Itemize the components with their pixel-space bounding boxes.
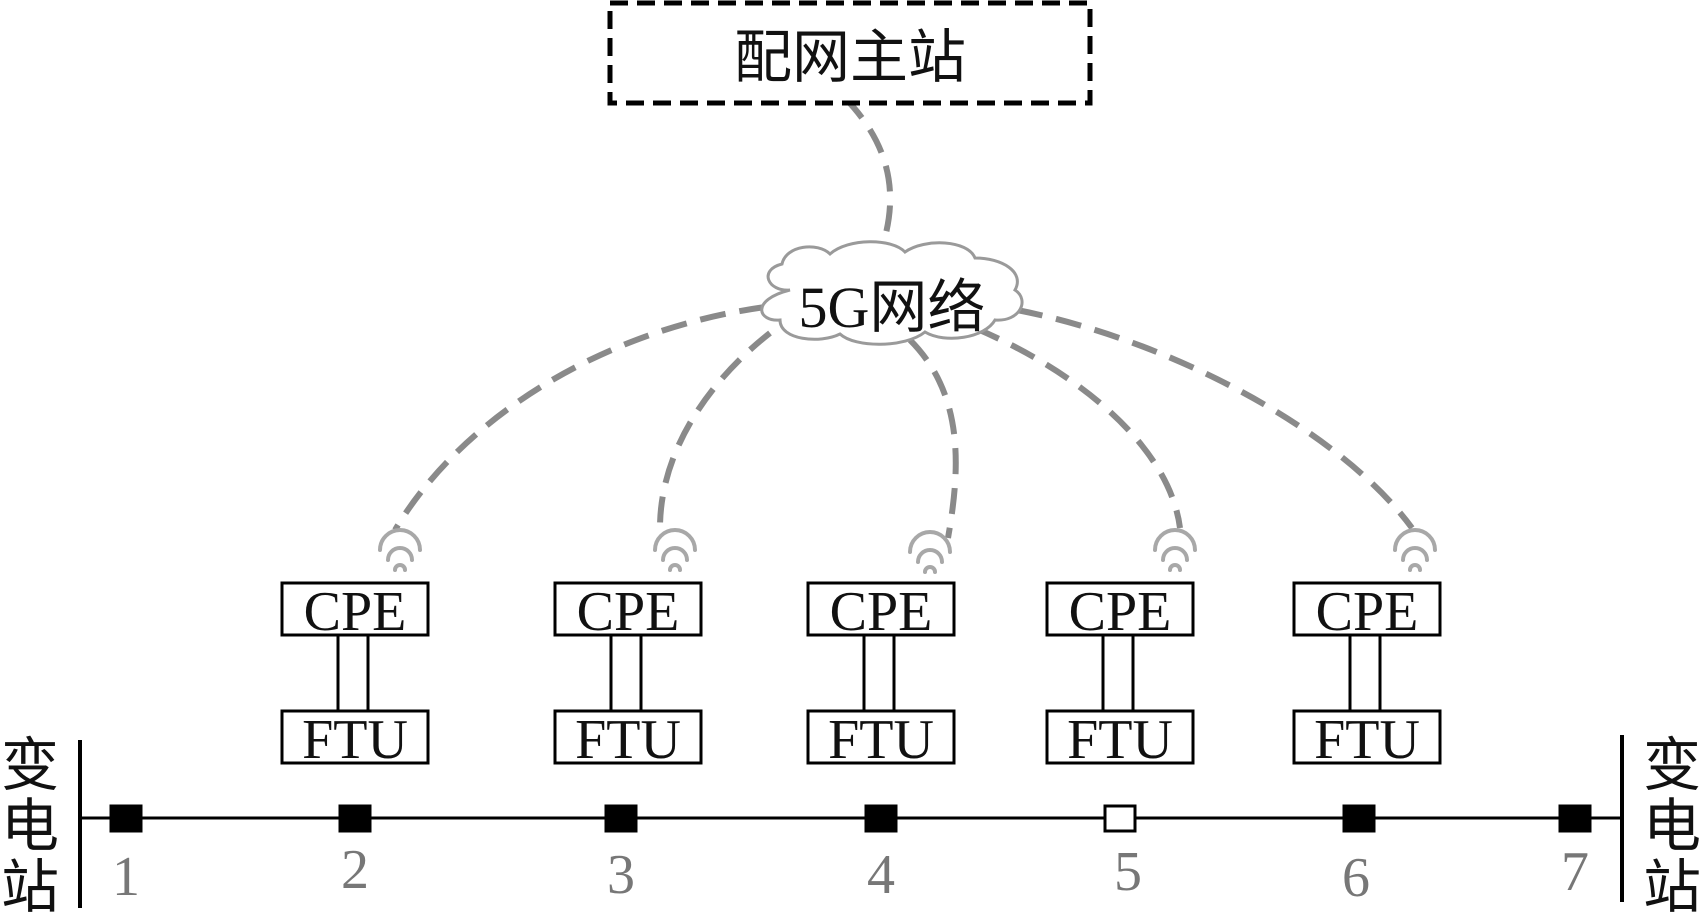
ftu-box [280,709,430,765]
ftu-label: FTU [302,709,408,771]
link-network-to-cpe-4 [973,325,1183,529]
switch-1-label: 1 [112,846,140,908]
switch-5-label: 5 [1114,841,1142,903]
wifi-icon [908,530,952,574]
wifi-icon [653,528,697,572]
switch-1 [109,804,143,833]
substation-left: 变 电 站 [1,733,59,916]
cloud-icon [760,240,1024,346]
master-station: 配网主站 [607,0,1093,106]
device-5: CPE FTU [1292,528,1442,771]
link-network-to-cpe-3 [907,337,959,539]
5g-network-cloud: 5G网络 [760,240,1024,346]
cpe-label: CPE [304,581,407,643]
switch-4-label: 4 [867,844,895,906]
cpe-label: CPE [1316,581,1419,643]
substation-right-char: 站 [1643,855,1701,916]
master-station-label: 配网主站 [734,25,966,90]
ftu-label: FTU [1067,709,1173,771]
ftu-label: FTU [575,709,681,771]
substation-left-char: 站 [1,855,59,916]
cpe-label: CPE [1069,581,1172,643]
device-4: CPE FTU [1045,528,1197,771]
wifi-icon [1393,528,1437,572]
cpe-label: CPE [830,581,933,643]
substation-right-char: 变 [1643,733,1701,798]
master-station-box [607,0,1093,106]
link-network-to-cpe-5 [1016,307,1415,530]
cpe-box [1045,581,1195,637]
substation-right: 变 电 站 [1643,733,1701,916]
substation-right-char: 电 [1643,794,1701,859]
ftu-box [1045,709,1195,765]
switch-2 [338,804,372,833]
switch-2-label: 2 [341,839,369,901]
switch-5 [1103,804,1137,833]
cpe-box [553,581,703,637]
wifi-icon [1153,528,1197,572]
ftu-label: FTU [1314,709,1420,771]
switch-3-label: 3 [607,844,635,906]
switch-6-label: 6 [1342,847,1370,909]
feeder-switches: 1 2 3 4 5 6 7 [109,804,1592,909]
substation-left-char: 变 [1,733,59,798]
ftu-box [1292,709,1442,765]
device-3: CPE FTU [806,530,956,771]
wifi-icon [378,528,422,572]
link-network-to-cpe-1 [392,304,766,532]
switch-7 [1558,804,1592,833]
switch-6 [1342,804,1376,833]
cpe-box [806,581,956,637]
device-2: CPE FTU [553,528,703,771]
cpe-box [1292,581,1442,637]
cpe-label: CPE [577,581,680,643]
ftu-box [806,709,956,765]
switch-3 [604,804,638,833]
switch-7-label: 7 [1561,841,1589,903]
ftu-label: FTU [828,709,934,771]
link-network-to-cpe-2 [657,330,772,529]
device-1: CPE FTU [280,528,430,771]
5g-network-label: 5G网络 [799,275,986,340]
ftu-box [553,709,703,765]
substation-left-char: 电 [1,794,59,859]
switch-4 [864,804,898,833]
cpe-box [280,581,430,637]
